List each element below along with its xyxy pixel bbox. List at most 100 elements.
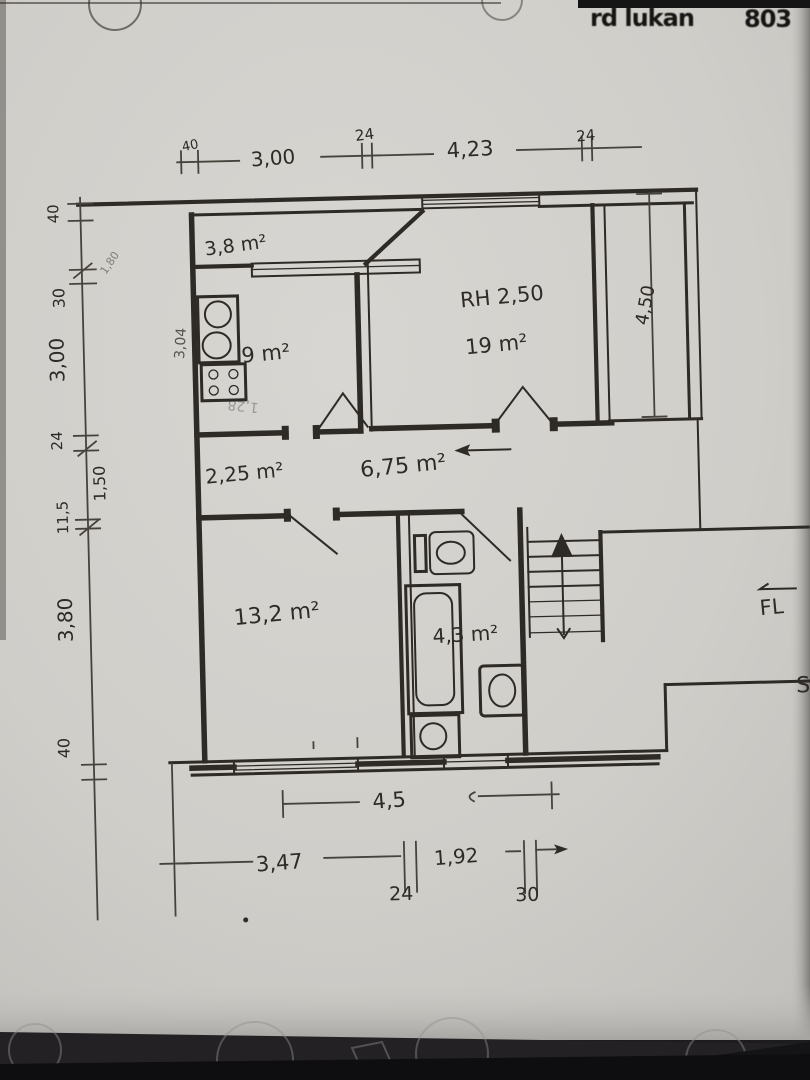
dim-top-24b: 24 — [575, 126, 596, 146]
wall-upper-right-horizontal — [608, 417, 704, 423]
dim-line-bottom-outer — [175, 848, 566, 865]
window-top-glazing — [421, 196, 540, 206]
dim-left-380: 3,80 — [53, 597, 78, 642]
dim-top-300: 3,00 — [250, 144, 296, 171]
dim-ticks-bottom-inner — [281, 781, 554, 818]
stove-burner — [228, 384, 239, 396]
window-bedroom — [232, 757, 360, 776]
window-bath-glazing — [443, 759, 509, 763]
dim-ticks-top — [180, 135, 594, 175]
dim-kitchen-304: 3,04 — [172, 327, 190, 359]
wall-right-mid — [696, 417, 702, 531]
kitchen-sink-bowl-2 — [201, 331, 232, 360]
kitchen-sink-bowl — [203, 300, 232, 329]
wall-closet-bottom — [196, 512, 291, 521]
photo-left-edge — [0, 0, 6, 640]
dim-line-left — [79, 196, 99, 921]
top-left-partial-circle — [88, 0, 142, 31]
wall-bedroom-bath — [395, 512, 406, 759]
dim-left-300: 3,00 — [44, 338, 69, 383]
wall-outer-right — [682, 201, 692, 421]
wall-outer-right-2 — [694, 188, 703, 420]
kitchen-stove — [199, 362, 248, 403]
dim-slashes-left — [72, 262, 100, 537]
washing-machine — [409, 713, 462, 760]
wall-living-right-inner — [603, 203, 611, 424]
wall-kitchen-bottom — [194, 428, 364, 438]
door-swing-living — [494, 385, 554, 426]
toilet-cistern — [412, 533, 428, 574]
kitchen-sink-unit — [195, 294, 241, 365]
door-swing-kitchen — [316, 391, 370, 432]
stove-burner — [208, 385, 219, 396]
sheet-number: 803 — [744, 5, 791, 33]
wall-kitchen-right — [354, 272, 364, 434]
wall-living-bottom — [368, 419, 615, 432]
dim-top-423: 4,23 — [446, 136, 494, 163]
door-jamb — [281, 425, 290, 440]
toilet-bowl — [435, 540, 466, 565]
door-jamb — [332, 507, 340, 521]
dim-hook-mark — [468, 791, 476, 803]
wall-kitchen-right-inner — [366, 262, 373, 432]
wall-storage-bottom — [190, 263, 254, 270]
bath-sink-basin — [488, 673, 517, 708]
dim-left-40b: 40 — [54, 738, 73, 759]
surface-faint-arc — [415, 1017, 489, 1080]
room-label-bath: 4,3 m² — [432, 620, 499, 648]
stove-burner — [228, 368, 239, 380]
bottom-black-band — [0, 1054, 810, 1080]
washing-machine-door — [419, 722, 448, 751]
stove-burner — [208, 369, 219, 380]
dim-left-115: 11,5 — [53, 501, 72, 535]
dim-arrowhead-bottom — [553, 844, 569, 855]
dim-line-top — [176, 146, 642, 164]
entry-arrow-line — [467, 448, 512, 452]
stair-treads-faint — [528, 599, 603, 634]
dim-bottom-347: 3,47 — [255, 849, 303, 877]
dim-top-40: 40 — [181, 137, 200, 155]
wall-living-right — [590, 203, 600, 426]
door-swing-bath — [460, 513, 512, 562]
stair-left-edge — [526, 526, 531, 638]
dim-faint-128: 1,28 — [227, 396, 260, 415]
stair-line-tail — [556, 627, 572, 640]
stair-up-arrowhead — [550, 533, 573, 558]
wall-left — [188, 212, 208, 764]
wall-bath-top — [337, 508, 465, 518]
bathtub-inner — [413, 592, 456, 707]
dim-bottom-24: 24 — [389, 883, 414, 906]
wall-bottom-right-L — [663, 679, 810, 753]
corridor-arrow — [756, 582, 797, 591]
dim-line-bottom-inner — [281, 793, 560, 805]
top-center-partial-arc — [481, 0, 523, 21]
dim-left-30: 30 — [49, 288, 68, 309]
wall-top-inner — [190, 201, 694, 217]
room-label-living: 19 m² — [464, 330, 528, 360]
dim-bottom-45: 4,5 — [372, 787, 407, 813]
wall-storage-diagonal — [362, 208, 426, 267]
window-bedroom-glazing — [233, 762, 359, 771]
entry-arrowhead — [454, 444, 471, 457]
stair-direction-line — [560, 547, 565, 636]
stray-dot — [243, 917, 249, 923]
dim-bottom-192: 1,92 — [433, 843, 479, 870]
paper-bottom-shadow — [0, 985, 810, 1040]
label-corridor-FL: FL — [759, 594, 785, 620]
door-swing-closet — [288, 514, 339, 555]
paper-right-shadow — [790, 0, 810, 1040]
room-label-kitchen: 9 m² — [240, 339, 291, 367]
dim-left-150: 1,50 — [90, 465, 110, 501]
stamp-text: rd lukan — [590, 4, 694, 32]
dim-left-40a: 40 — [44, 204, 62, 224]
dim-line-right — [636, 192, 668, 418]
door-jamb — [283, 508, 292, 522]
window-top — [421, 192, 541, 210]
wall-corridor-top — [599, 525, 810, 534]
label-stair-S: S — [796, 673, 810, 698]
wall-bottom-solid — [189, 753, 661, 771]
dim-line-bottom-left-vertical — [170, 762, 177, 917]
toilet-outline — [428, 530, 476, 576]
